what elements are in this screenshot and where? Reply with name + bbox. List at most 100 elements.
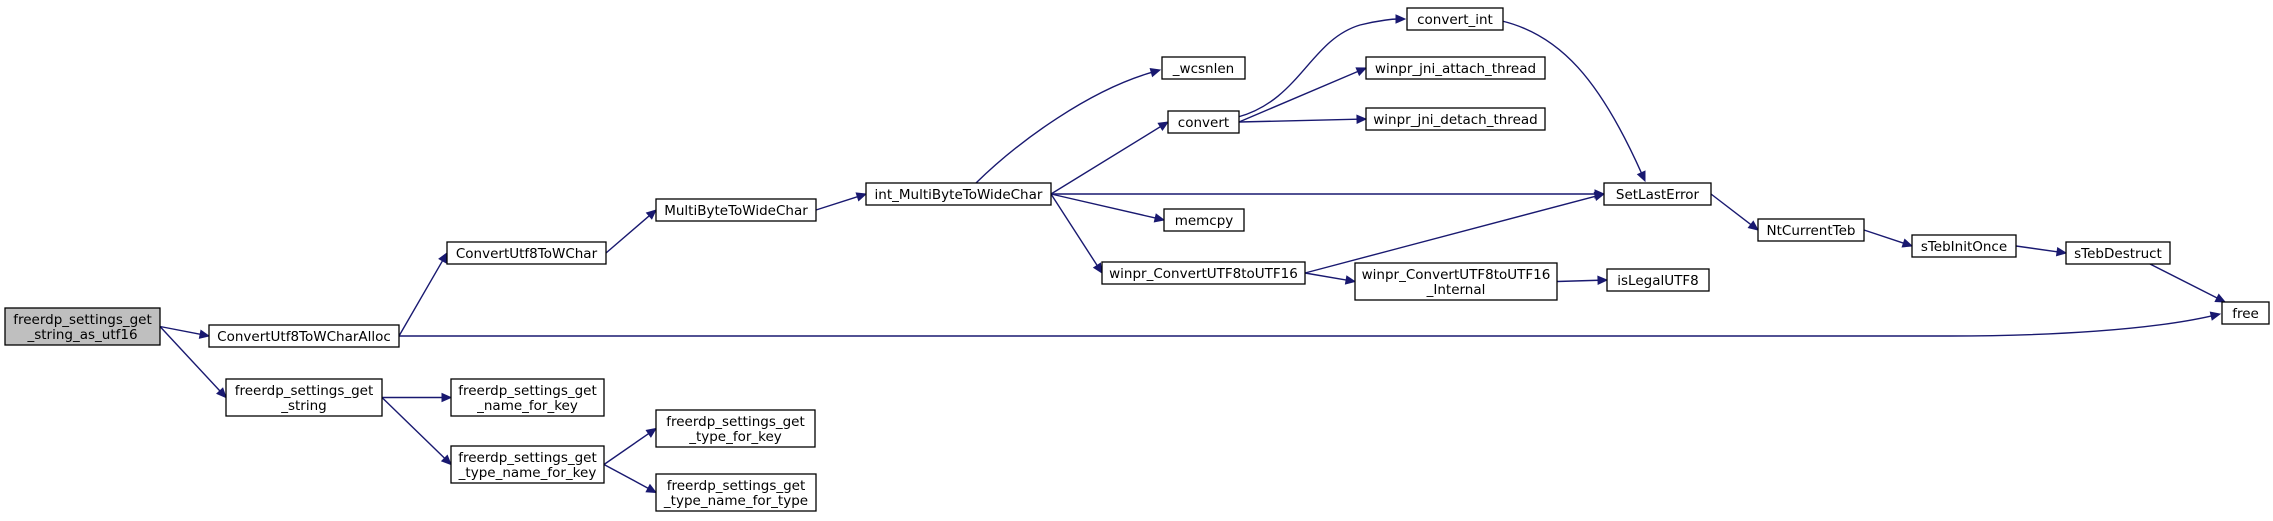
node-winpr-jni-attach-thread[interactable]: winpr_jni_attach_thread — [1365, 56, 1546, 80]
node-winpr-convertutf8toutf16-internal[interactable]: winpr_ConvertUTF8toUTF16_Internal — [1354, 262, 1558, 301]
edge-line — [1238, 118, 1359, 123]
arrowhead — [1636, 170, 1646, 183]
node-box — [208, 324, 400, 348]
node-convert-int[interactable]: convert_int — [1406, 7, 1504, 31]
edge-line — [1050, 193, 1099, 267]
edge-line — [1050, 193, 1157, 219]
node-box — [446, 241, 607, 265]
node-box — [1161, 56, 1246, 80]
arrowhead — [645, 427, 658, 438]
edge-stebinitonce-to-stebdestruct — [2015, 245, 2068, 257]
edge-multibytetowidechar-to-int-multibytetowidechar — [815, 192, 868, 211]
node-label: memcpy — [1175, 213, 1234, 229]
node-convertutf8towcharalloc[interactable]: ConvertUtf8ToWCharAlloc — [208, 324, 400, 348]
node-label: isLegalUTF8 — [1617, 273, 1698, 289]
arrowhead — [855, 192, 868, 202]
arrowhead — [1092, 262, 1103, 275]
node-label: int_MultiByteToWideChar — [875, 187, 1043, 203]
node-label: _type_for_key — [688, 429, 782, 445]
node-label: winpr_jni_attach_thread — [1375, 61, 1536, 77]
node-box — [4, 307, 161, 346]
edge-line — [975, 71, 1153, 184]
arrowhead — [645, 483, 658, 494]
edge-int-multibytetowidechar-to-memcpy — [1050, 193, 1166, 223]
edges-layer — [159, 14, 2227, 494]
edge-convertutf8towcharalloc-to-free — [398, 311, 2222, 337]
node-islegalutf8[interactable]: isLegalUTF8 — [1606, 268, 1710, 292]
node-memcpy[interactable]: memcpy — [1163, 208, 1245, 232]
arrowhead — [198, 329, 211, 339]
node-freerdp-settings-get-string[interactable]: freerdp_settings_get_string — [225, 378, 383, 417]
edge-convertutf8towchar-to-multibytetowidechar — [605, 209, 657, 254]
node-label: freerdp_settings_get — [666, 414, 805, 430]
node-freerdp-settings-get-type-for-key[interactable]: freerdp_settings_get_type_for_key — [655, 409, 816, 448]
node-stebdestruct[interactable]: sTebDestruct — [2065, 241, 2171, 265]
arrowhead — [441, 392, 453, 403]
arrowhead — [438, 251, 448, 264]
node-box — [655, 198, 817, 222]
node-wcsnlen[interactable]: _wcsnlen — [1161, 56, 1246, 80]
edge-line — [159, 326, 222, 393]
edge-line — [398, 315, 2213, 337]
node-label: freerdp_settings_get — [667, 478, 806, 494]
edge-line — [1863, 229, 1905, 245]
node-label: winpr_jni_detach_thread — [1373, 112, 1537, 128]
node-box — [1101, 261, 1306, 285]
node-label: _wcsnlen — [1172, 61, 1234, 77]
arrowhead — [1344, 275, 1357, 285]
node-freerdp-settings-get-name-for-key[interactable]: freerdp_settings_get_name_for_key — [450, 378, 605, 417]
edge-convert-int-to-setlasterror — [1501, 20, 1646, 183]
node-box — [1757, 218, 1865, 242]
edge-line — [815, 195, 859, 211]
node-freerdp-settings-get-type-name-for-type[interactable]: freerdp_settings_get_type_name_for_type — [655, 473, 817, 512]
edge-line — [1556, 279, 1600, 283]
node-label: sTebInitOnce — [1921, 239, 2007, 255]
edge-int-multibytetowidechar-to-winpr-convertutf8toutf16 — [1050, 193, 1103, 275]
edge-winpr-convertutf8toutf16-to-setlasterror — [1304, 191, 1606, 274]
edge-int-multibytetowidechar-to-wcsnlen — [975, 68, 1162, 184]
arrowhead — [216, 387, 227, 399]
node-label: SetLastError — [1616, 187, 1700, 203]
edge-line — [159, 325, 202, 336]
node-freerdp-settings-get-type-name-for-key[interactable]: freerdp_settings_get_type_name_for_key — [450, 445, 605, 484]
node-root[interactable]: freerdp_settings_get_string_as_utf16 — [4, 307, 161, 346]
node-label: freerdp_settings_get — [235, 383, 374, 399]
node-setlasterror[interactable]: SetLastError — [1603, 182, 1712, 206]
edge-convert-to-winpr-jni-attach-thread — [1238, 67, 1368, 123]
node-box — [1911, 234, 2017, 258]
node-stebinitonce[interactable]: sTebInitOnce — [1911, 234, 2017, 258]
node-label: MultiByteToWideChar — [664, 203, 808, 219]
edge-int-multibytetowidechar-to-convert — [1050, 121, 1170, 195]
arrowhead — [1153, 213, 1166, 223]
node-multibytetowidechar[interactable]: MultiByteToWideChar — [655, 198, 817, 222]
edge-line — [603, 432, 650, 466]
edge-line — [605, 214, 651, 254]
node-convertutf8towchar[interactable]: ConvertUtf8ToWChar — [446, 241, 607, 265]
node-winpr-convertutf8toutf16[interactable]: winpr_ConvertUTF8toUTF16 — [1101, 261, 1306, 285]
edge-line — [2149, 263, 2219, 300]
node-label: convert_int — [1417, 12, 1493, 28]
edge-root-to-convertutf8towcharalloc — [159, 325, 211, 339]
node-free[interactable]: free — [2221, 301, 2270, 325]
edge-line — [398, 259, 444, 337]
node-label: sTebDestruct — [2074, 246, 2162, 262]
node-label: _string — [280, 398, 327, 414]
node-box — [450, 378, 605, 417]
node-label: _Internal — [1426, 282, 1486, 298]
arrowhead — [2209, 311, 2222, 321]
node-label: NtCurrentTeb — [1767, 223, 1856, 239]
node-int-multibytetowidechar[interactable]: int_MultiByteToWideChar — [865, 182, 1052, 206]
node-label: _type_name_for_type — [663, 493, 808, 509]
edge-stebdestruct-to-free — [2149, 263, 2227, 303]
edge-winpr-convertutf8toutf16-to-winpr-convertutf8toutf16-internal — [1304, 272, 1357, 285]
node-ntcurrentteb[interactable]: NtCurrentTeb — [1757, 218, 1865, 242]
arrowhead — [1597, 275, 1609, 286]
arrowhead — [1356, 114, 1368, 124]
node-convert[interactable]: convert — [1167, 110, 1240, 134]
node-label: convert — [1178, 115, 1229, 131]
node-label: _name_for_key — [476, 398, 578, 414]
node-label: free — [2232, 306, 2259, 322]
edge-line — [1710, 193, 1753, 226]
node-winpr-jni-detach-thread[interactable]: winpr_jni_detach_thread — [1365, 107, 1546, 131]
node-box — [450, 445, 605, 484]
